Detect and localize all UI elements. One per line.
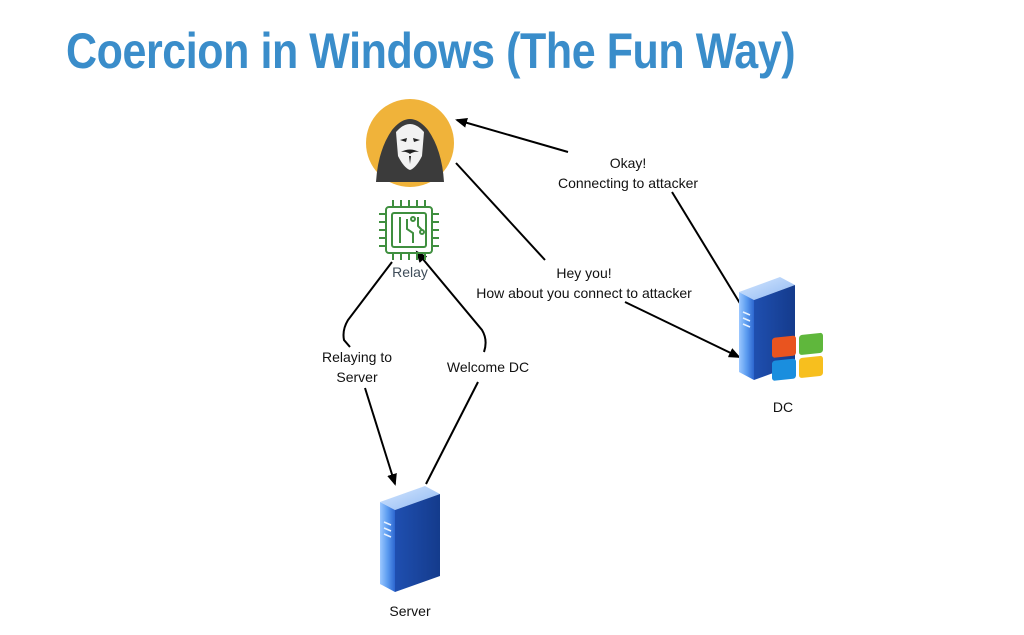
windows-server-icon [739,277,823,381]
dc-label: DC [773,399,793,415]
relay-node: Relay [379,200,439,280]
edge-arrow [364,387,397,486]
server-tower-icon [380,486,440,592]
edge-relay-to-server: Relaying to Server [322,261,397,486]
edge-line [342,261,393,348]
circuit-chip-icon [379,200,439,260]
edge-line [671,191,742,306]
edge-label-line2: How about you connect to attacker [476,285,692,301]
edge-attacker-to-dc: Hey you! How about you connect to attack… [455,162,741,358]
edge-arrow [624,301,741,358]
dc-node: DC [739,277,823,415]
edge-server-to-relay: Welcome DC [415,250,529,485]
edge-line [425,381,479,485]
slide-title: Coercion in Windows (The Fun Way) [66,23,796,79]
relay-label: Relay [392,264,428,280]
edge-label-line1: Welcome DC [447,359,529,375]
edge-arrow [415,250,487,353]
server-label: Server [389,603,431,619]
edge-arrow [455,117,569,153]
edge-label-line1: Relaying to [322,349,392,365]
server-node: Server [380,486,440,619]
attacker-node [366,99,454,187]
edge-label-line2: Server [336,369,378,385]
edge-label-line2: Connecting to attacker [558,175,698,191]
edge-label-line1: Okay! [610,155,647,171]
edge-dc-to-attacker: Okay! Connecting to attacker [455,117,742,306]
edge-line [455,162,546,261]
hacker-avatar-icon [366,99,454,187]
edge-label-line1: Hey you! [556,265,611,281]
